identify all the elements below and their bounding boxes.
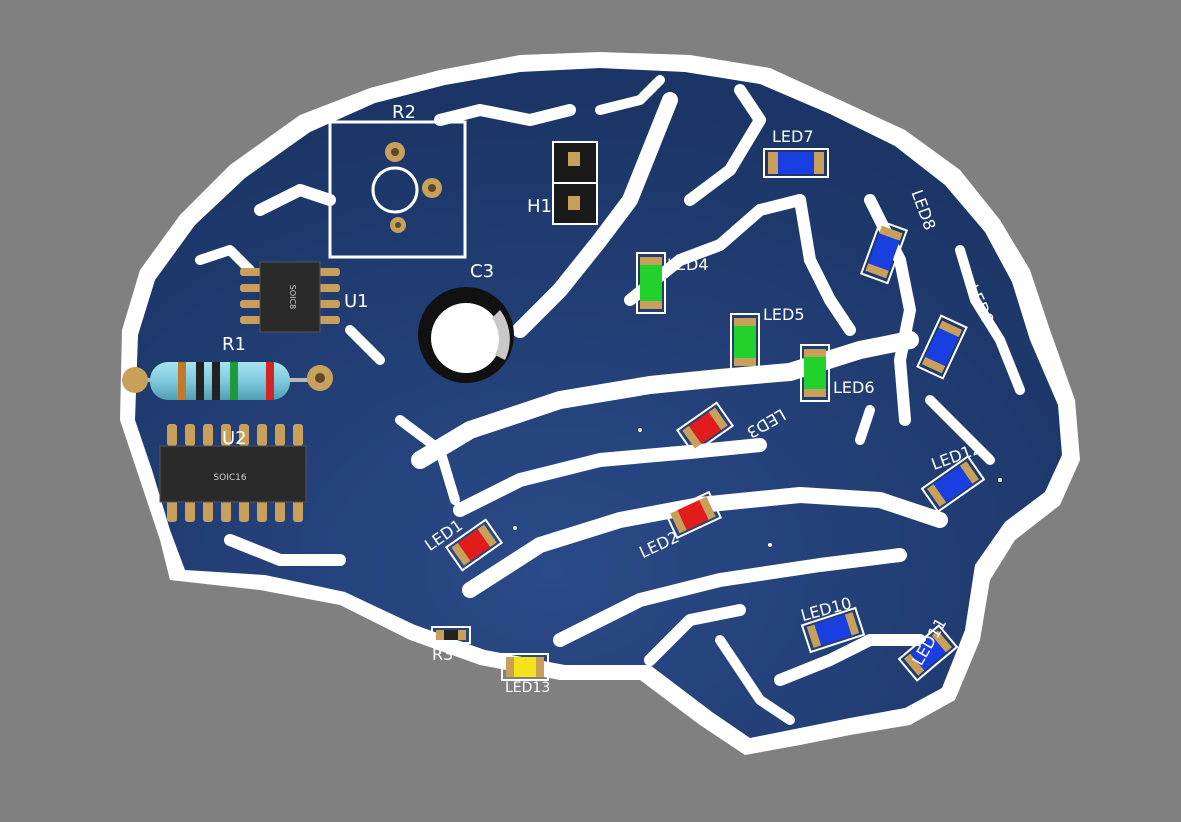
led-10	[800, 606, 866, 654]
label-r3: R3	[432, 645, 453, 664]
led-12	[920, 455, 986, 513]
ic-u2: SOIC16 U2	[159, 424, 307, 522]
led-11	[897, 624, 959, 682]
led-8	[859, 219, 909, 285]
label-r1: R1	[222, 334, 246, 355]
led-5	[730, 313, 760, 371]
led-9	[916, 314, 968, 380]
resistor-r1: R1	[122, 334, 333, 400]
label-led7: LED7	[772, 127, 814, 146]
label-led4: LED4	[667, 255, 709, 274]
label-h1: H1	[527, 196, 552, 217]
led-13: LED13	[501, 653, 550, 696]
label-u2: U2	[222, 428, 247, 449]
package-soic8: SOIC8	[288, 285, 297, 309]
label-r2: R2	[392, 102, 416, 123]
label-led6: LED6	[833, 378, 875, 397]
led-7	[763, 148, 829, 178]
label-c3: C3	[470, 261, 494, 282]
label-u1: U1	[344, 291, 369, 312]
resistor-r3: R3	[431, 626, 471, 664]
led-3	[675, 401, 735, 455]
vias	[513, 428, 1002, 562]
capacitor-c3: C3	[418, 261, 514, 383]
potentiometer-r2: R2	[328, 102, 467, 259]
brain-folds	[195, 75, 1025, 725]
package-soic16: SOIC16	[213, 473, 246, 483]
label-led5: LED5	[763, 305, 805, 324]
led-6	[800, 344, 830, 402]
header-h1: H1	[527, 141, 598, 225]
label-led13: LED13	[505, 680, 550, 696]
ic-u1: SOIC8 U1	[240, 261, 369, 333]
led-4	[636, 252, 666, 314]
